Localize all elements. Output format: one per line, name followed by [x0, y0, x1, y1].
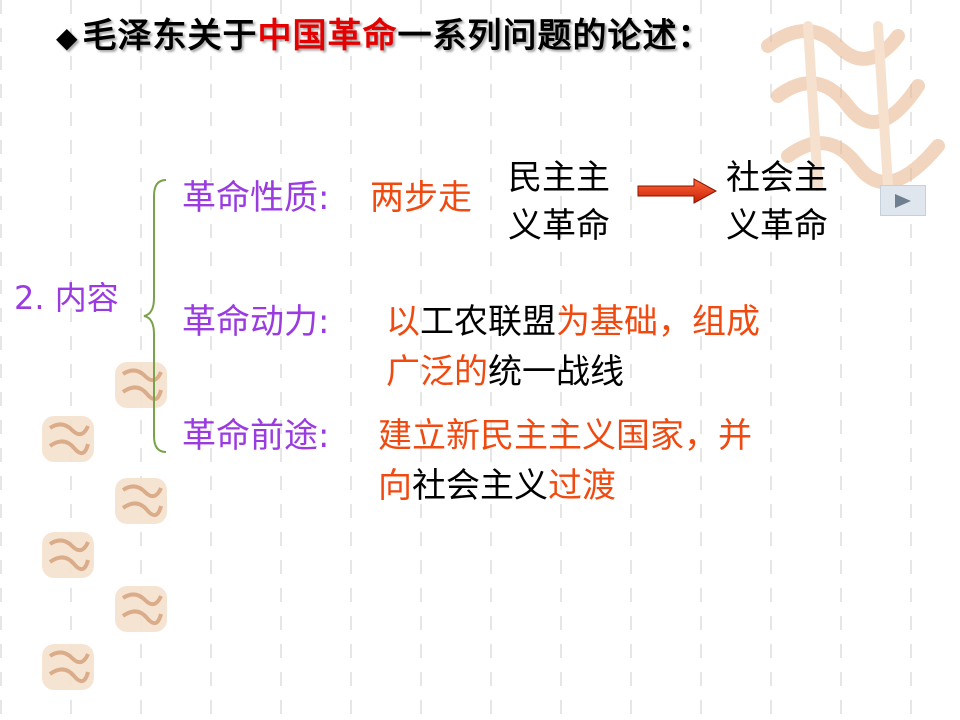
curly-brace: [143, 179, 167, 453]
democratic-revolution-line1: 民主主: [508, 158, 610, 198]
future-line2-c: 过渡: [548, 466, 616, 506]
title-part3: 一系列问题的论述：: [397, 16, 713, 56]
slide-title: ◆毛泽东关于中国革命一系列问题的论述：: [56, 8, 713, 57]
democratic-revolution-line2: 义革命: [508, 206, 610, 246]
decorative-seal: [115, 362, 167, 408]
title-part1: 毛泽东关于: [82, 16, 258, 56]
decorative-seal: [42, 532, 94, 578]
force-line2: 广泛的统一战线: [386, 350, 624, 394]
decorative-seal: [115, 586, 167, 632]
force-line1-c: 为基础，组成: [556, 302, 760, 342]
force-label: 革命动力:: [182, 302, 330, 342]
title-bullet: ◆: [56, 21, 79, 54]
force-line1: 以工农联盟为基础，组成: [386, 300, 760, 344]
decorative-seal: [42, 416, 94, 462]
title-highlight: 中国革命: [257, 16, 398, 56]
force-line2-a: 广泛的: [386, 352, 488, 392]
next-slide-button[interactable]: [880, 185, 926, 216]
play-triangle-icon: [895, 193, 911, 208]
future-line1: 建立新民主主义国家，并: [378, 416, 752, 456]
force-line2-b: 统一战线: [488, 352, 624, 392]
future-line2-a: 向: [378, 466, 412, 506]
nature-value: 两步走: [370, 178, 472, 218]
socialist-revolution-line1: 社会主: [726, 158, 828, 198]
nature-label: 革命性质:: [182, 178, 330, 218]
right-arrow-icon: [637, 178, 718, 204]
section-label: 2. 内容: [14, 279, 119, 317]
decorative-seal: [115, 478, 167, 524]
force-line1-a: 以: [386, 302, 420, 342]
future-label: 革命前途:: [182, 416, 330, 456]
future-line2: 向社会主义过渡: [378, 464, 616, 508]
future-line2-b: 社会主义: [412, 466, 548, 506]
decorative-seal-large: [748, 6, 958, 206]
decorative-seal: [42, 644, 94, 690]
force-line1-b: 工农联盟: [420, 302, 556, 342]
socialist-revolution-line2: 义革命: [726, 206, 828, 246]
